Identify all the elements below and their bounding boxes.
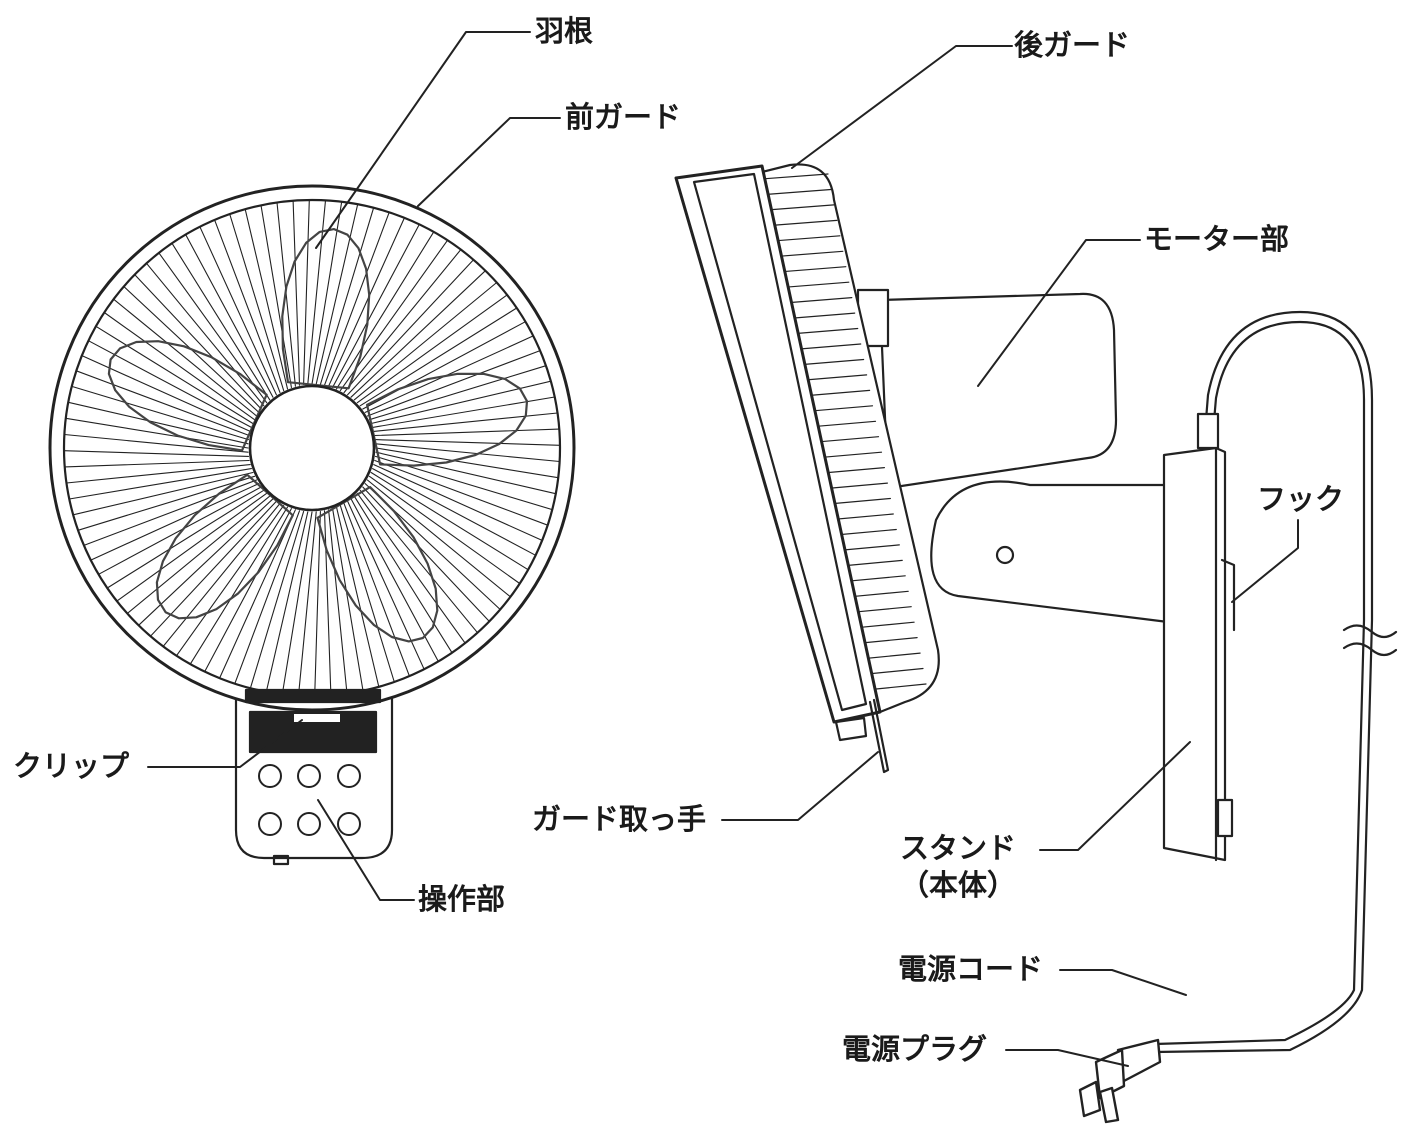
bracket-arm (930, 480, 1170, 624)
label-motor: モーター部 (1144, 222, 1290, 256)
control-buttons (258, 764, 361, 836)
stand-body (1162, 446, 1227, 862)
hub-cap (248, 384, 376, 512)
label-blade: 羽根 (535, 14, 594, 48)
front-view (48, 184, 576, 866)
motor-housing (878, 292, 1118, 490)
side-view (674, 163, 1236, 862)
control-box (234, 658, 394, 860)
label-stand: スタンド （本体） (888, 834, 1028, 900)
label-clip: クリップ (13, 749, 130, 783)
label-front-guard: 前ガード (565, 100, 682, 134)
blades (107, 228, 529, 643)
label-power-plug: 電源プラグ (842, 1032, 988, 1066)
guard-handle-tab (834, 716, 868, 742)
power-plug (1078, 1038, 1162, 1124)
label-stand-line2: （本体） (899, 868, 1016, 902)
label-control-panel: 操作部 (418, 882, 506, 916)
front-frame (674, 164, 882, 724)
label-power-cord: 電源コード (898, 952, 1044, 986)
leader-lines (147, 31, 1299, 1067)
label-guard-handle: ガード取っ手 (532, 802, 707, 836)
clip-bar (244, 688, 382, 704)
power-cord (1153, 310, 1398, 1054)
label-stand-line1: スタンド (899, 831, 1016, 865)
label-rear-guard: 後ガード (1014, 28, 1131, 62)
hook (1220, 558, 1236, 632)
label-hook: フック (1257, 482, 1345, 516)
